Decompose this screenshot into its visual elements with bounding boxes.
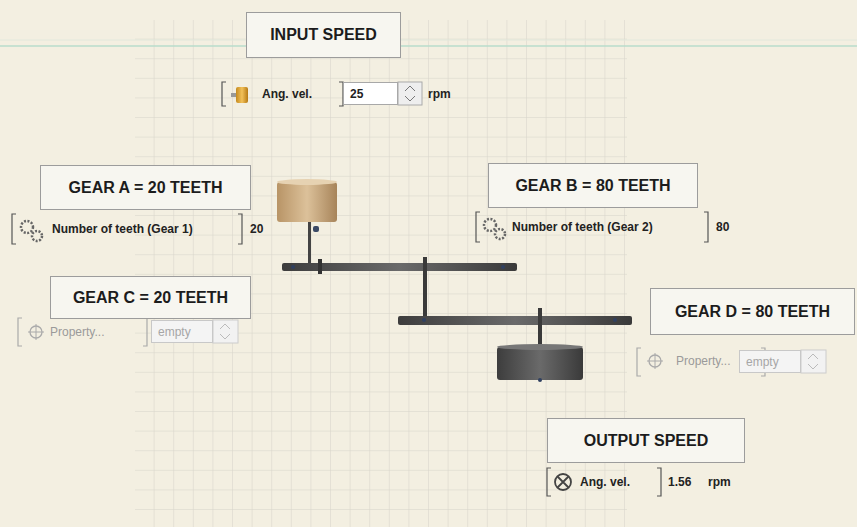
value-field: empty [739,350,801,373]
callout-box: INPUT SPEED [246,12,401,58]
property-label: Number of teeth (Gear 1) [52,222,193,236]
teeth-property-1 [12,214,242,244]
node-text: GEAR A = 20 TEETH [69,179,223,197]
output-property [547,468,661,496]
value-field: 25 [343,82,398,105]
node-text: GEAR C = 20 TEETH [73,289,228,307]
guide-line [0,45,857,47]
property-label: 20 [250,222,263,236]
node-text: OUTPUT SPEED [584,432,708,450]
callout-box: GEAR A = 20 TEETH [40,165,251,210]
property-label: rpm [708,475,731,489]
gear-d [398,308,632,382]
value-field: empty [151,320,213,343]
teeth-property-2 [476,212,708,242]
property-label: 80 [716,220,729,234]
node-text: empty [746,355,779,369]
node-text: 25 [350,87,363,101]
property-label: Number of teeth (Gear 2) [512,220,653,234]
gear-a [277,179,337,270]
callout-box: GEAR B = 80 TEETH [488,163,698,208]
node-text: GEAR D = 80 TEETH [675,303,830,321]
callout-box: GEAR C = 20 TEETH [50,276,251,319]
input-property [222,82,422,106]
gear-b [282,257,517,325]
node-text: INPUT SPEED [270,26,377,44]
callout-box: OUTPUT SPEED [547,418,745,463]
property-label: Ang. vel. [262,87,312,101]
guide-line [0,40,857,41]
node-text: empty [158,325,191,339]
empty-property-c [18,318,238,346]
callout-box: GEAR D = 80 TEETH [650,288,855,335]
property-label: Ang. vel. [580,475,630,489]
property-label: Property... [50,325,104,339]
property-label: 1.56 [668,475,691,489]
node-text: GEAR B = 80 TEETH [515,177,670,195]
empty-property-d [637,348,826,376]
property-label: rpm [428,87,451,101]
property-label: Property... [676,354,730,368]
